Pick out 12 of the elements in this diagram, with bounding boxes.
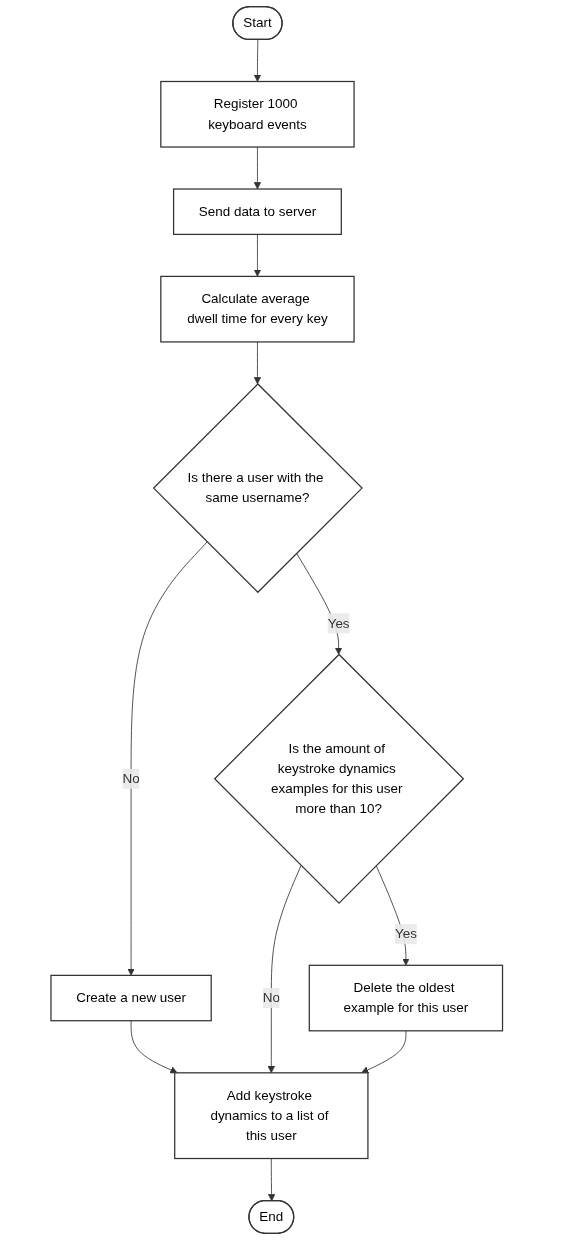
node-box: Register 1000 keyboard events (160, 80, 355, 148)
node-box: Calculate average dwell time for every key (160, 275, 355, 343)
node-box: Add keystroke dynamics to a list of this user (174, 1072, 369, 1160)
node-diamond: Is there a user with the same username? (152, 383, 363, 594)
edge-label: No (262, 990, 280, 1005)
edge-label: No (122, 771, 140, 786)
node-diamond: Is the amount of keystroke dynamics examples for this user more than 10? (213, 653, 465, 904)
edge-label: Yes (327, 615, 350, 631)
node-box: Delete the oldest example for this user (308, 964, 504, 1032)
node-box: Send data to server (172, 188, 342, 235)
edge-label: Yes (394, 926, 417, 941)
node-box: Create a new user (50, 974, 212, 1022)
